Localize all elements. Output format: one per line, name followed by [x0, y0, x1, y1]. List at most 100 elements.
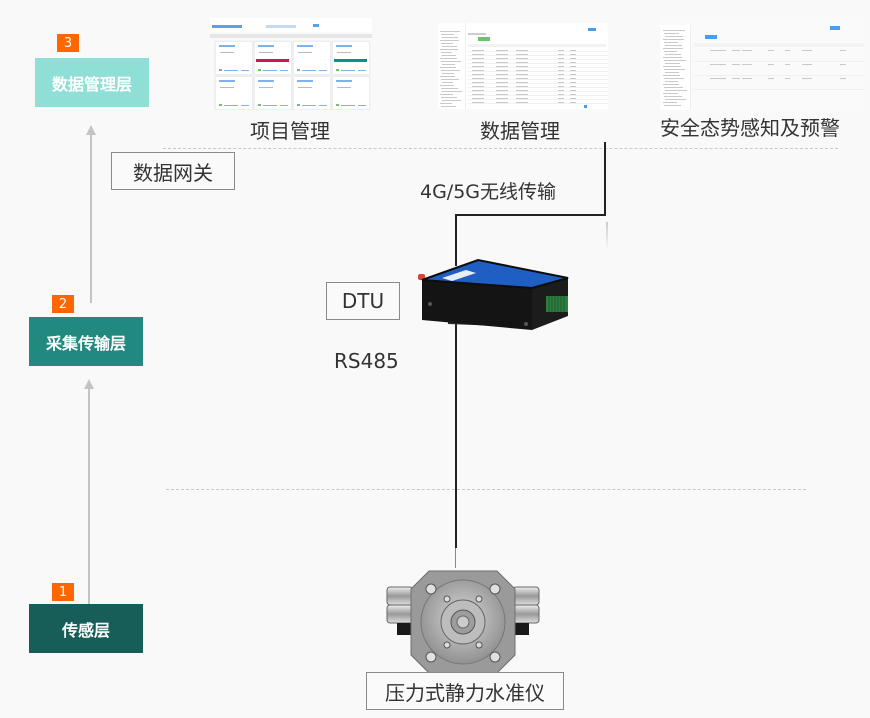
thumb-cell [472, 74, 484, 75]
thumb-row [468, 71, 608, 72]
thumb-cell [802, 78, 812, 79]
thumb-cell [496, 98, 508, 99]
layer-sensing-label: 传感层 [61, 620, 110, 640]
thumb-cell [496, 90, 508, 91]
safety-awareness-label: 安全态势感知及预警 [660, 116, 840, 140]
sensor-label: 压力式静力水准仪 [385, 680, 545, 705]
layer-1-badge: 1 [52, 583, 74, 601]
dtu-box: DTU [326, 282, 400, 320]
thumb-sidebar-item [664, 42, 678, 43]
thumb-sidebar-item [441, 79, 459, 80]
thumb-cell [558, 102, 564, 103]
thumb-sidebar-item [663, 102, 677, 103]
thumb-cell [496, 70, 508, 71]
thumb-cell [558, 50, 564, 51]
thumb-cell [570, 78, 576, 79]
thumb-cell [472, 94, 484, 95]
thumb-sidebar-item [441, 97, 457, 98]
static-level-gauge-image [385, 565, 541, 675]
thumb-cell [516, 74, 528, 75]
thumb-sidebar-item [442, 91, 462, 92]
thumb-row [468, 103, 608, 104]
thumb-cell [570, 66, 576, 67]
thumb-cell [742, 78, 752, 79]
thumb-sidebar-item [441, 43, 453, 44]
layer-collection-transmission-label: 采集传输层 [45, 333, 126, 353]
thumb-cell [840, 50, 846, 51]
thumb-sidebar-item [440, 85, 454, 86]
thumb-cell [516, 78, 528, 79]
thumb-sidebar-item [663, 66, 681, 67]
thumb-row [694, 89, 865, 90]
dtu-label: DTU [341, 289, 385, 313]
wire-horizontal [455, 214, 606, 216]
thumb-sidebar-item [440, 94, 453, 95]
thumb-cell [558, 54, 564, 55]
thumb-cell [570, 90, 576, 91]
thumb-cell [570, 50, 576, 51]
thumb-cell [472, 58, 484, 59]
thumb-sidebar-item [440, 58, 457, 59]
layer-2-badge: 2 [52, 295, 74, 313]
data-management-label: 数据管理 [480, 119, 560, 143]
thumb-row [468, 63, 608, 64]
thumb-sidebar-item [664, 33, 679, 34]
thumb-cell [570, 62, 576, 63]
thumb-sidebar-item [441, 34, 454, 35]
thumb-sidebar-item [440, 49, 458, 50]
thumb-cell [472, 50, 484, 51]
layer-sensing: 传感层 [29, 604, 143, 653]
thumb-cell [496, 82, 508, 83]
wire-dtu-to-sensor [455, 318, 457, 548]
thumb-sidebar-item [441, 52, 452, 53]
thumb-cell [496, 78, 508, 79]
thumb-row [468, 87, 608, 88]
thumb-sidebar-item [663, 39, 684, 40]
thumb-cell [496, 62, 508, 63]
thumb-row [468, 83, 608, 84]
thumb-cell [516, 86, 528, 87]
thumb-sidebar-item [665, 81, 678, 82]
thumb-row [468, 99, 608, 100]
thumb-cell [570, 82, 576, 83]
thumb-sidebar-item [665, 99, 686, 100]
thumb-sidebar-item [442, 37, 458, 38]
thumb-cell [516, 58, 528, 59]
wire-to-dtu [455, 214, 457, 266]
thumb-cell [472, 82, 484, 83]
thumb-sidebar-item [663, 75, 680, 76]
thumb-cell [732, 64, 740, 65]
thumb-row [468, 55, 608, 56]
thumb-cell [472, 86, 484, 87]
arrow-up-icon [86, 125, 96, 135]
data-management-screenshot [438, 23, 608, 109]
separator-top [163, 148, 838, 149]
thumb-cell [570, 98, 576, 99]
thumb-cell [802, 50, 812, 51]
thumb-sidebar-item [665, 45, 682, 46]
sensor-box: 压力式静力水准仪 [366, 672, 564, 710]
thumb-cell [472, 62, 484, 63]
thumb-cell [472, 102, 484, 103]
thumb-sidebar-item [442, 64, 455, 65]
thumb-cell [718, 78, 726, 79]
thumb-sidebar-item [663, 93, 678, 94]
arrow-layer1-to-layer2 [88, 387, 90, 604]
thumb-cell [570, 70, 576, 71]
thumb-row [468, 51, 608, 52]
thumb-cell [558, 66, 564, 67]
thumb-cell [570, 94, 576, 95]
thumb-cell [570, 102, 576, 103]
thumb-sidebar-item [440, 67, 456, 68]
arrow-layer2-to-layer3 [90, 133, 92, 303]
thumb-cell [516, 82, 528, 83]
thumb-cell [516, 70, 528, 71]
thumb-cell [496, 54, 508, 55]
thumb-cell [558, 70, 564, 71]
thumb-cell [785, 64, 790, 65]
wire-shadow [606, 222, 608, 250]
layer-collection-transmission: 采集传输层 [29, 317, 143, 366]
thumb-cell [472, 98, 484, 99]
layer-data-management-label: 数据管理层 [51, 74, 132, 94]
thumb-cell [840, 78, 846, 79]
